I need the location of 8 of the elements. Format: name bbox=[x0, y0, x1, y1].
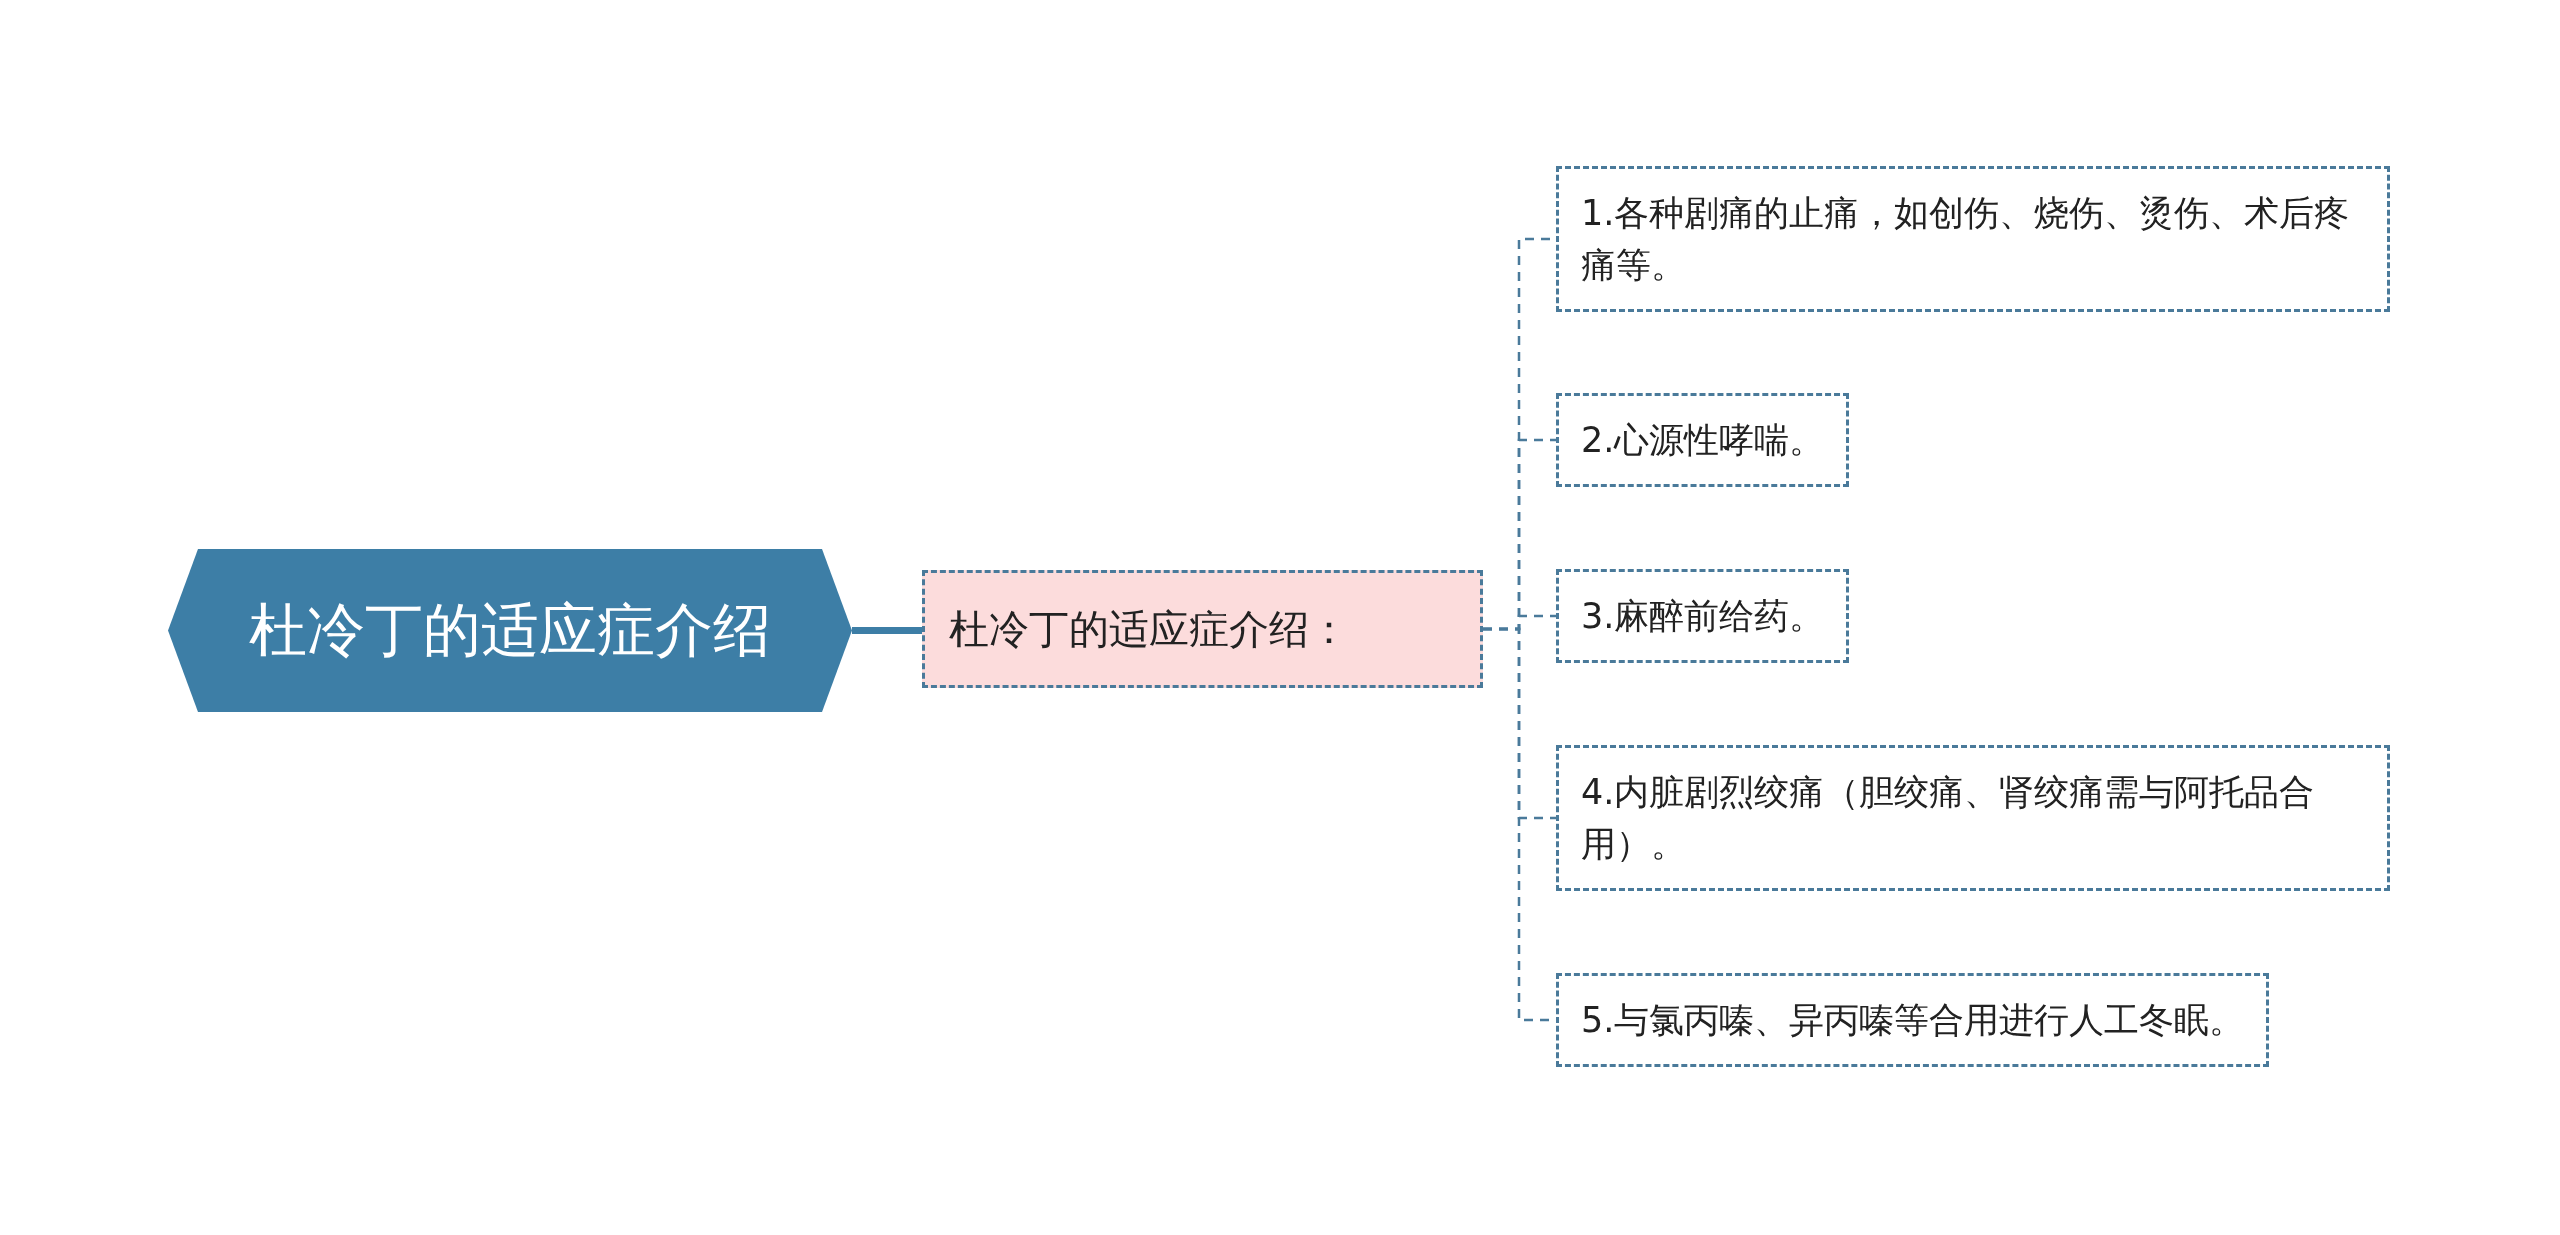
connector bbox=[852, 627, 922, 634]
topic-box: 2.心源性哮喘。 bbox=[1556, 393, 1850, 487]
topic-box: 4.内脏剧烈绞痛（胆绞痛、肾绞痛需与阿托品合用）。 bbox=[1556, 745, 2390, 891]
topic-box: 1.各种剧痛的止痛，如创伤、烧伤、烫伤、术后疼痛等。 bbox=[1556, 166, 2390, 312]
topic-box: 5.与氯丙嗪、异丙嗪等合用进行人工冬眠。 bbox=[1556, 973, 2270, 1067]
central-topic-hexagon: 杜冷丁的适应症介绍 bbox=[168, 549, 852, 712]
topic-box: 3.麻醉前给药。 bbox=[1556, 569, 1850, 663]
topic-box: 杜冷丁的适应症介绍： bbox=[922, 570, 1483, 688]
